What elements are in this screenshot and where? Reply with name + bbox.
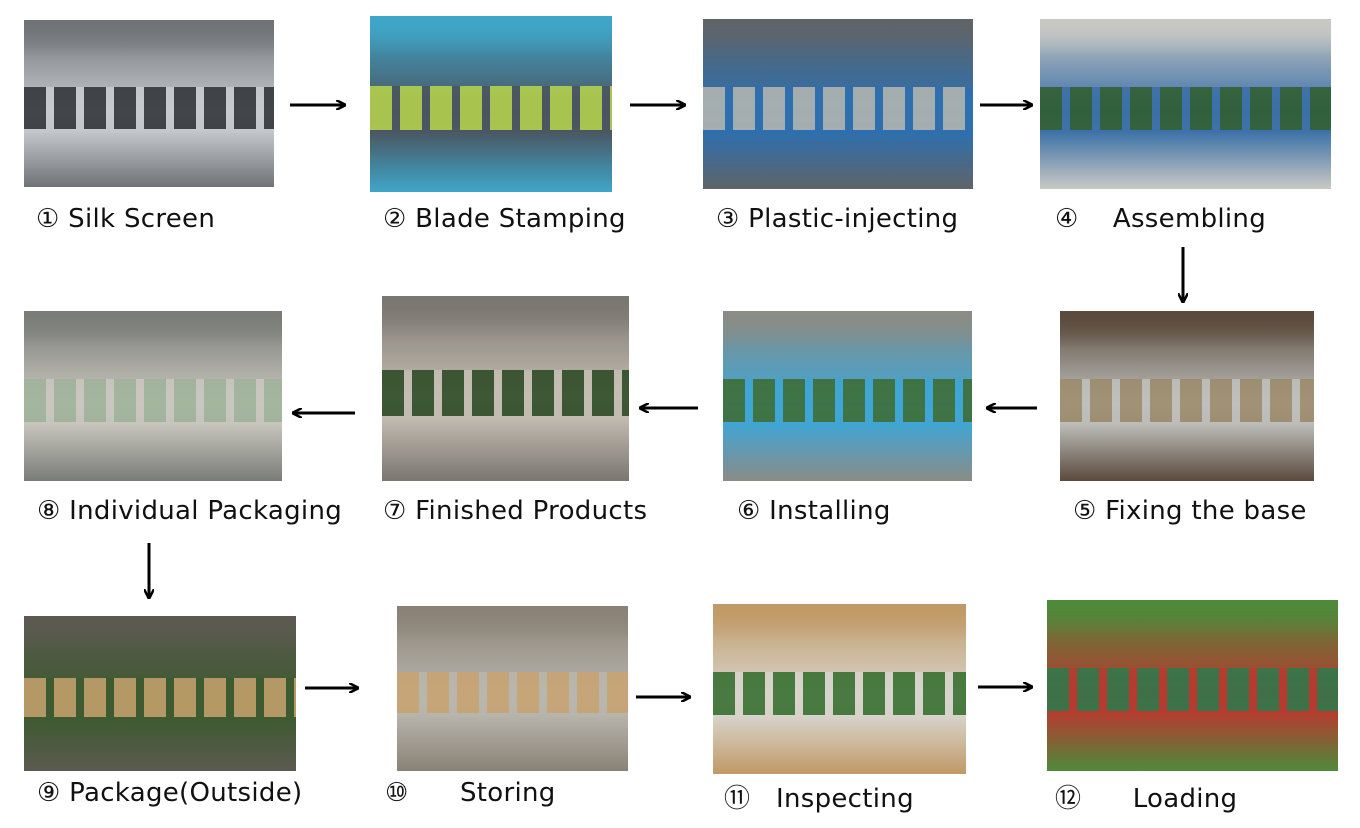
step-photo-7 xyxy=(382,296,629,481)
step-photo-4 xyxy=(1040,19,1331,189)
step-label-12: ⑫ Loading xyxy=(1055,784,1238,814)
step-label-5: ⑤ Fixing the base xyxy=(1073,496,1307,526)
step-photo-6 xyxy=(723,311,972,481)
step-label-8: ⑧ Individual Packaging xyxy=(37,496,343,526)
step-label-1: ① Silk Screen xyxy=(36,204,216,234)
step-label-4: ④ Assembling xyxy=(1055,204,1267,234)
step-label-9: ⑨ Package(Outside) xyxy=(37,778,303,808)
step-photo-1 xyxy=(24,20,274,187)
step-photo-8 xyxy=(24,311,282,481)
step-photo-10 xyxy=(397,606,628,771)
step-label-3: ③ Plastic-injecting xyxy=(716,204,959,234)
step-label-6: ⑥ Installing xyxy=(737,496,891,526)
step-photo-12 xyxy=(1047,600,1338,771)
step-label-10: ⑩ Storing xyxy=(385,778,556,808)
step-photo-2 xyxy=(370,16,612,192)
step-photo-11 xyxy=(713,604,966,774)
step-photo-5 xyxy=(1060,311,1314,481)
step-label-7: ⑦ Finished Products xyxy=(383,496,648,526)
step-label-2: ② Blade Stamping xyxy=(383,204,626,234)
step-photo-9 xyxy=(24,616,296,771)
step-photo-3 xyxy=(703,19,973,189)
step-label-11: ⑪ Inspecting xyxy=(724,784,914,814)
